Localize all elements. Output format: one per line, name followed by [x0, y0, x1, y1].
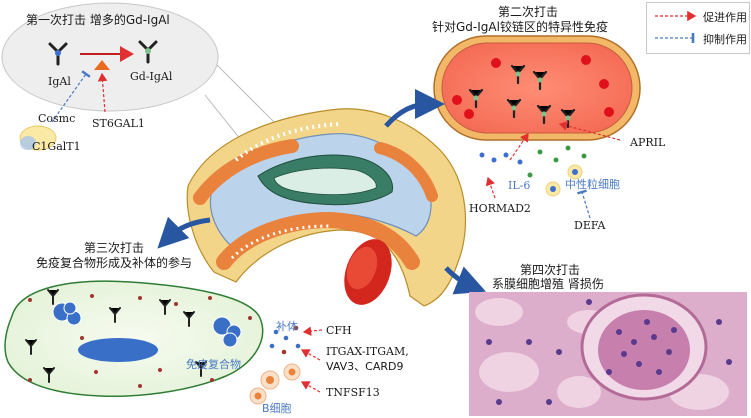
b-cells-icon [249, 363, 301, 405]
igal-antibody-icon [48, 42, 68, 66]
defa-label: DEFA [574, 219, 606, 232]
legend: 促进作用 抑制作用 [646, 2, 750, 54]
igal-label: IgAl [48, 75, 71, 88]
april-label: APRIL [630, 136, 666, 149]
hit4-title: 第四次打击 [520, 263, 581, 277]
immune-complex-label: 免疫复合物 [186, 358, 241, 371]
gd-igal-label: Gd-IgAl [130, 70, 173, 83]
cell-antibodies-icon [25, 289, 207, 383]
complement-label: 补体 [276, 320, 298, 333]
arrow-to-hit3 [157, 216, 211, 249]
b-cell-label: B细胞 [262, 402, 292, 415]
cfh-label: CFH [326, 324, 352, 337]
hit1-ellipse [1, 2, 219, 112]
legend-inhibit-label: 抑制作用 [703, 33, 747, 46]
legend-promote: 促进作用 [647, 7, 749, 25]
complement-dots [269, 325, 301, 355]
cytokine-dots [479, 145, 587, 178]
legend-inhibit: 抑制作用 [647, 29, 749, 47]
arrow-to-hit4 [444, 266, 486, 295]
complex-blobs [52, 301, 242, 348]
arrow-to-hit2 [384, 89, 445, 128]
hit3-subtitle: 免疫复合物形成及补体的参与 [36, 256, 193, 270]
legend-promote-label: 促进作用 [703, 11, 747, 24]
cosmc-label: Cosmc [38, 112, 76, 125]
hormad2-label: HORMAD2 [469, 202, 531, 215]
gd-igal-antibody-icon [138, 40, 158, 64]
genes-line2-label: VAV3、CARD9 [326, 360, 404, 373]
il6-label: IL-6 [508, 179, 531, 192]
neutrophil-label: 中性粒细胞 [565, 178, 620, 191]
genes-line1-label: ITGAX-ITGAM, [326, 345, 409, 358]
c1galt1-label: C1GalT1 [32, 140, 81, 153]
neutrophil-cells-icon [545, 164, 583, 197]
hit4-subtitle: 系膜细胞增殖 肾损伤 [492, 277, 604, 291]
glomerulus-illustration [186, 108, 467, 307]
cell-dots [28, 294, 252, 388]
st6gal1-label: ST6GAL1 [92, 117, 145, 130]
hit2-title: 第二次打击 [498, 5, 559, 19]
hit3-title: 第三次打击 [84, 241, 145, 255]
hit2-subtitle: 针对Gd-IgAl铰链区的特异性免疫 [432, 20, 608, 34]
hit1-title: 第一次打击 增多的Gd-IgAl [26, 13, 170, 27]
blood-vessel-lumen [441, 42, 633, 134]
kidney-histology-image [469, 292, 747, 416]
enzyme-triangle-icon [94, 60, 110, 70]
red-blood-cells [452, 55, 614, 119]
cell-nucleus [78, 338, 158, 362]
tnfsf13-label: TNFSF13 [326, 386, 380, 399]
